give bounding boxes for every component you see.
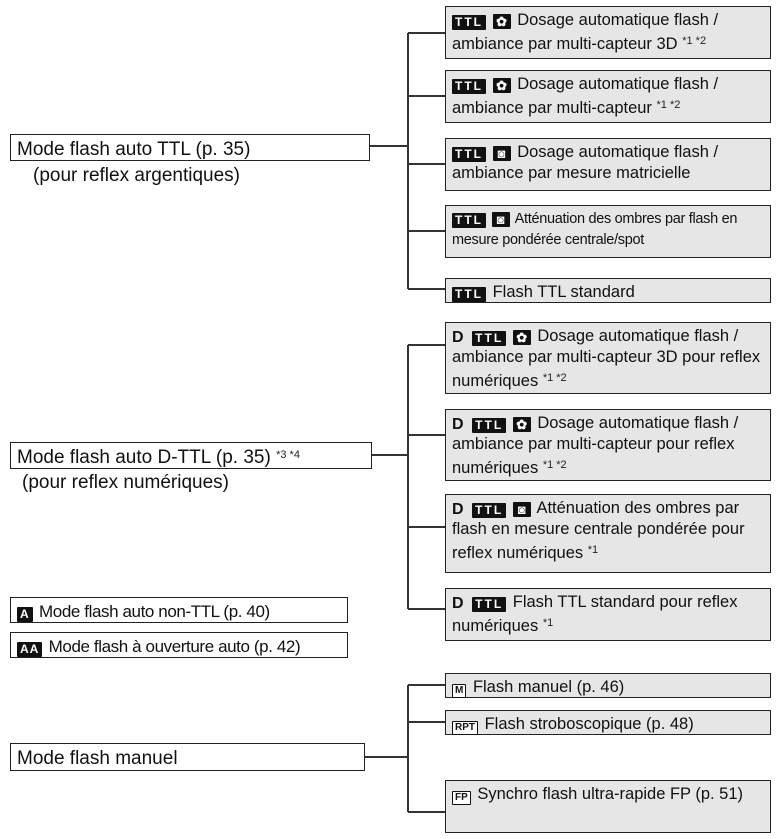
manual-option-2-text: Flash stroboscopique (p. 48) — [484, 715, 694, 733]
ttl-option-2: TTL ✿ Dosage automatique flash / ambianc… — [445, 70, 771, 123]
ttl-icon: TTL — [452, 147, 486, 162]
ttl-option-2-text: Dosage automatique flash / ambiance par … — [452, 75, 719, 117]
footnote-ref: *1 *2 — [656, 99, 681, 111]
auto-a-icon: A — [17, 607, 33, 622]
mode-ttl-label: Mode flash auto TTL (p. 35) — [17, 139, 251, 160]
digital-d-icon: D — [452, 329, 464, 346]
ttl-option-1: TTL ✿ Dosage automatique flash / ambianc… — [445, 6, 771, 59]
ttl-option-3-text: Dosage automatique flash / ambiance par … — [452, 143, 719, 182]
mode-nonttl-label: Mode flash auto non-TTL (p. 40) — [39, 602, 270, 621]
mode-aperture-label: Mode flash à ouverture auto (p. 42) — [48, 637, 301, 656]
mode-ttl-box: Mode flash auto TTL (p. 35) — [10, 134, 370, 161]
matrix-metering-icon: ✿ — [492, 78, 511, 93]
matrix-metering-icon: ✿ — [512, 417, 531, 432]
mode-dttl-sublabel: (pour reflex numériques) — [22, 472, 229, 493]
manual-option-1: M Flash manuel (p. 46) — [445, 673, 771, 698]
ttl-icon: TTL — [452, 213, 486, 228]
footnote-ref: *1 *2 — [542, 372, 567, 384]
ttl-icon: TTL — [472, 331, 507, 346]
center-weighted-icon: ◙ — [512, 502, 531, 517]
manual-option-3-text: Synchro flash ultra-rapide FP (p. 51) — [477, 785, 744, 803]
dttl-option-4-text: Flash TTL standard pour reflex numérique… — [452, 593, 738, 635]
ttl-option-1-text: Dosage automatique flash / ambiance par … — [452, 11, 719, 53]
fp-icon: FP — [452, 791, 471, 805]
ttl-option-5-text: Flash TTL standard — [492, 283, 635, 301]
auto-aperture-icon: AA — [17, 642, 43, 657]
mode-manual-box: Mode flash manuel — [10, 743, 365, 771]
ttl-icon: TTL — [452, 15, 486, 30]
mode-ttl-sublabel: (pour reflex argentiques) — [33, 165, 240, 186]
ttl-option-4-text: Atténuation des ombres par flash en mesu… — [452, 211, 738, 248]
dttl-option-3-text: Atténuation des ombres par flash en mesu… — [452, 499, 745, 562]
mode-dttl-box: Mode flash auto D-TTL (p. 35) *3 *4 — [10, 442, 372, 469]
mode-aperture-box: AA Mode flash à ouverture auto (p. 42) — [10, 632, 348, 658]
footnote-ref: *1 — [587, 544, 599, 556]
footnote-ref: *1 *2 — [542, 459, 567, 471]
footnote-ref: *1 *2 — [682, 35, 707, 47]
center-weighted-icon: ◙ — [492, 146, 511, 161]
footnote-ref: *3 *4 — [276, 449, 300, 461]
matrix-metering-icon: ✿ — [492, 14, 511, 29]
dttl-option-2: D TTL ✿ Dosage automatique flash / ambia… — [445, 409, 771, 481]
digital-d-icon: D — [452, 501, 464, 518]
footnote-ref: *1 — [542, 617, 554, 629]
ttl-icon: TTL — [472, 418, 507, 433]
ttl-icon: TTL — [452, 287, 486, 302]
manual-option-3: FP Synchro flash ultra-rapide FP (p. 51) — [445, 780, 771, 833]
dttl-option-1-text: Dosage automatique flash / ambiance par … — [452, 327, 761, 390]
digital-d-icon: D — [452, 416, 464, 433]
ttl-icon: TTL — [452, 79, 486, 94]
manual-m-icon: M — [452, 684, 467, 698]
matrix-metering-icon: ✿ — [512, 330, 531, 345]
repeating-flash-icon: RPT — [452, 721, 478, 735]
ttl-option-5: TTL Flash TTL standard — [445, 278, 771, 303]
ttl-option-3: TTL ◙ Dosage automatique flash / ambianc… — [445, 138, 771, 191]
dttl-option-3: D TTL ◙ Atténuation des ombres par flash… — [445, 494, 771, 573]
mode-nonttl-box: A Mode flash auto non-TTL (p. 40) — [10, 597, 348, 623]
mode-dttl-label: Mode flash auto D-TTL (p. 35) — [17, 447, 271, 468]
ttl-icon: TTL — [472, 597, 507, 612]
center-weighted-icon: ◙ — [491, 212, 510, 227]
dttl-option-2-text: Dosage automatique flash / ambiance par … — [452, 414, 739, 477]
dttl-option-1: D TTL ✿ Dosage automatique flash / ambia… — [445, 322, 771, 394]
dttl-option-4: D TTL Flash TTL standard pour reflex num… — [445, 588, 771, 641]
mode-manual-label: Mode flash manuel — [17, 748, 178, 769]
digital-d-icon: D — [452, 595, 464, 612]
manual-option-1-text: Flash manuel (p. 46) — [472, 678, 625, 696]
ttl-icon: TTL — [472, 503, 507, 518]
manual-option-2: RPT Flash stroboscopique (p. 48) — [445, 710, 771, 735]
ttl-option-4: TTL ◙ Atténuation des ombres par flash e… — [445, 205, 771, 258]
